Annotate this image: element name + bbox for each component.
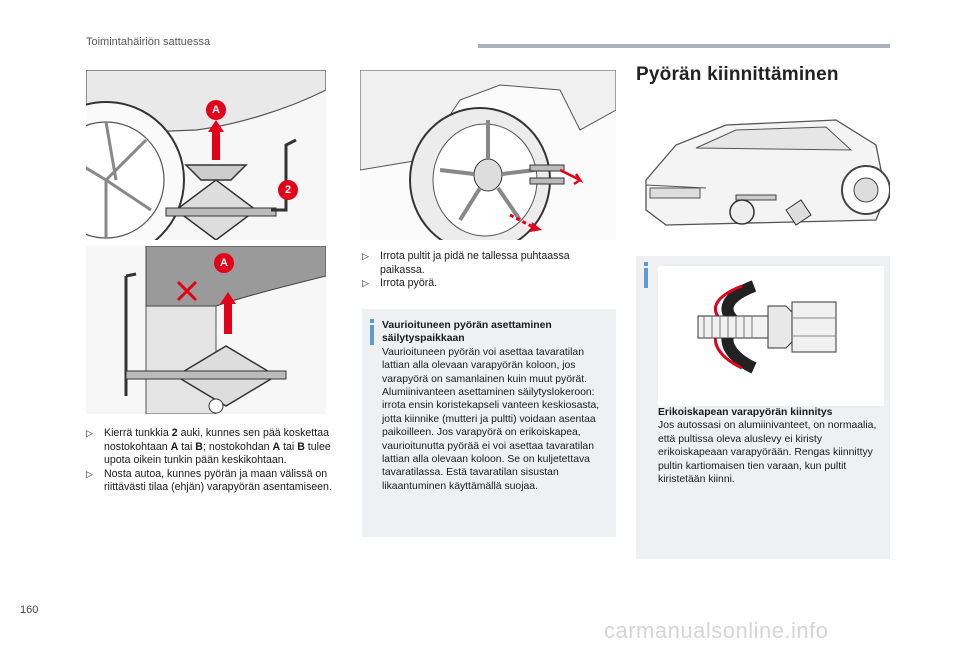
- figure-jack-placement: A 2: [86, 70, 326, 240]
- middle-bullet-1: ▷ Irrota pultit ja pidä ne tallessa puht…: [362, 250, 570, 276]
- left-instructions: ▷ Kierrä tunkkia 2 auki, kunnes sen pää …: [86, 427, 336, 495]
- arrow-bullet-icon: ▷: [86, 428, 93, 438]
- header-bar: [478, 44, 890, 48]
- figure-wheel-removal: [360, 70, 616, 240]
- middle-bullet-2: ▷ Irrota pyörä.: [362, 277, 438, 290]
- marker-2: 2: [278, 180, 298, 200]
- page-number: 160: [20, 604, 39, 616]
- info-box-text-space-saver: Jos autossasi on alumiinivanteet, on nor…: [658, 420, 877, 486]
- page-heading: Pyörän kiinnittäminen: [636, 64, 839, 85]
- arrow-bullet-icon: ▷: [86, 468, 93, 479]
- info-icon: [644, 262, 648, 288]
- figure-bolt: [658, 266, 884, 406]
- arrow-bullet-icon: ▷: [362, 251, 369, 261]
- info-box-space-saver: Erikoiskapean varapyörän kiinnitys Jos a…: [636, 256, 890, 559]
- info-icon: [370, 319, 374, 345]
- info-box-title-space-saver: Erikoiskapean varapyörän kiinnitys: [658, 407, 833, 418]
- watermark: carmanualsonline.info: [604, 618, 829, 643]
- section-title: Toimintahäiriön sattuessa: [86, 36, 211, 48]
- info-box-damaged-wheel: Vaurioituneen pyörän asettaminen säilyty…: [362, 309, 616, 537]
- left-bullet-1: ▷ Kierrä tunkkia 2 auki, kunnes sen pää …: [86, 427, 331, 467]
- marker-a-bottom: A: [214, 253, 234, 273]
- info-box-title: Vaurioituneen pyörän asettaminen säilyty…: [382, 320, 552, 345]
- marker-a-top: A: [206, 100, 226, 120]
- left-bullet-2: ▷ Nosta autoa, kunnes pyörän ja maan väl…: [86, 467, 332, 494]
- arrow-bullet-icon: ▷: [362, 278, 369, 289]
- figure-jack-contact: A: [86, 246, 326, 414]
- info-box-text: Vaurioituneen pyörän voi asettaa tavarat…: [382, 346, 600, 492]
- middle-instructions: ▷ Irrota pultit ja pidä ne tallessa puht…: [362, 250, 614, 291]
- figure-car: [636, 100, 890, 248]
